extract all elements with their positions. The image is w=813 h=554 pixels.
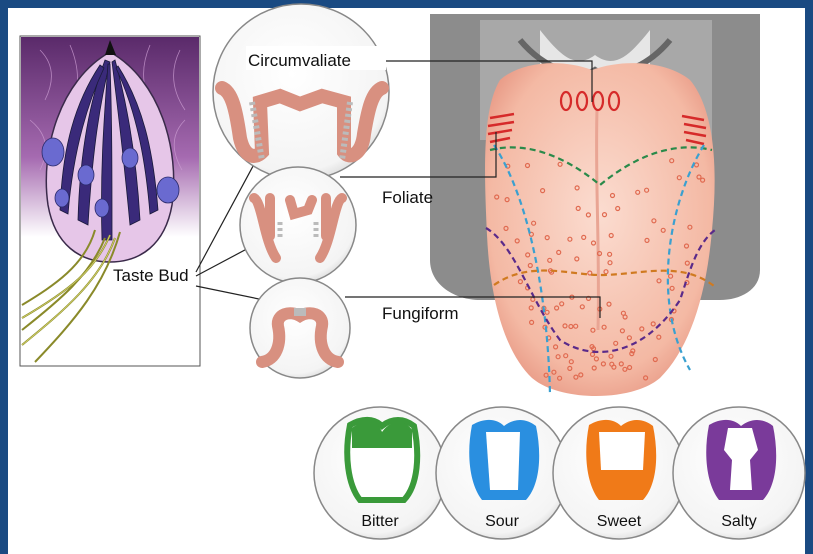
circumvallate-label: Circumvaliate [248,51,351,70]
fungiform-label: Fungiform [382,304,459,323]
bitter-label: Bitter [361,513,399,530]
circumvallate-circle [213,4,389,180]
sweet-zone-circle: Sweet [553,407,685,539]
taste-bud-section [20,36,200,366]
fungiform-circle [250,278,350,378]
taste-bud-label: Taste Bud [113,266,189,285]
sour-zone-circle: Sour [436,407,568,539]
foliate-label: Foliate [382,188,433,207]
salty-zone-circle: Salty [673,407,805,539]
sour-label: Sour [485,513,519,530]
salty-label: Salty [721,513,757,530]
foliate-circle [240,167,356,283]
bitter-zone-circle: Bitter [314,407,446,539]
sweet-label: Sweet [597,513,642,530]
